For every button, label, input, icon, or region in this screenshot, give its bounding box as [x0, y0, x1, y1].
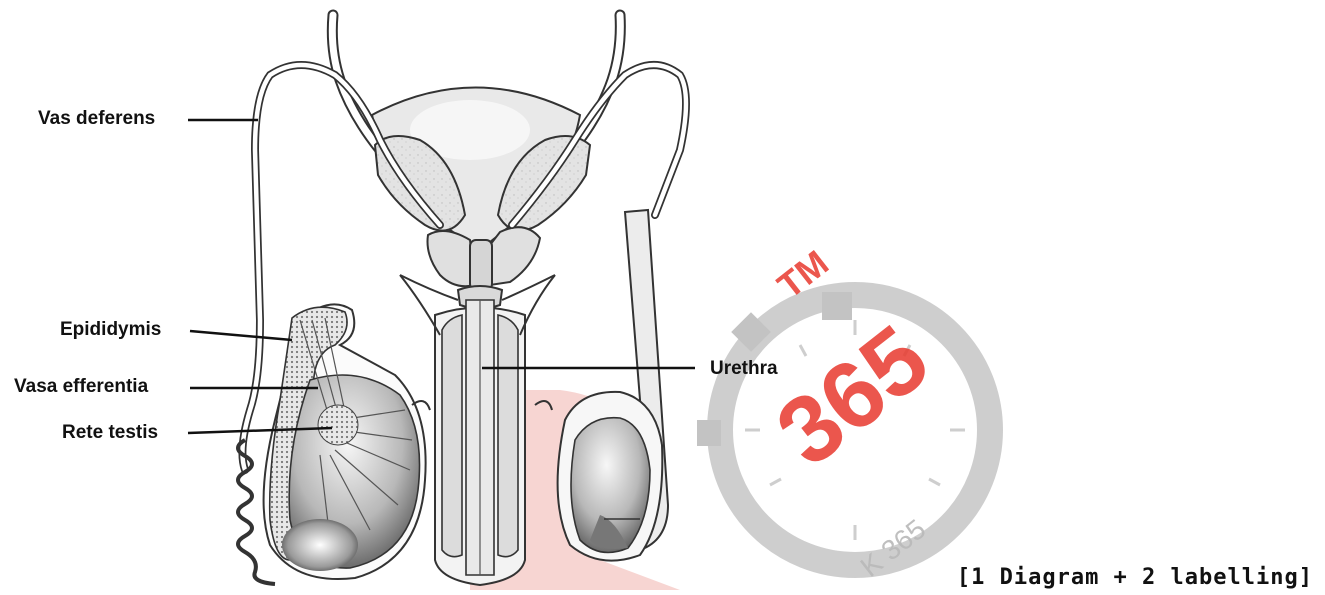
label-vasa-efferentia: Vasa efferentia [14, 376, 148, 398]
prostate-right [490, 227, 540, 285]
label-rete-testis: Rete testis [62, 422, 158, 444]
prostate-left [428, 231, 476, 286]
label-urethra: Urethra [710, 358, 778, 380]
marks-note: [1 Diagram + 2 labelling] [957, 565, 1313, 590]
watermark-stopwatch-knob [822, 292, 852, 320]
label-vas-deferens: Vas deferens [38, 108, 155, 130]
rete-testis-region [318, 405, 358, 445]
corpus-cavernosum-right [498, 315, 518, 557]
leader-epididymis [190, 331, 292, 340]
label-epididymis: Epididymis [60, 319, 161, 341]
corpus-cavernosum-left [442, 315, 462, 557]
watermark-365: 365 [758, 305, 948, 486]
left-testis-ball [282, 519, 358, 571]
watermark-stopwatch-side-button-2 [697, 420, 721, 446]
left-testis-section [264, 304, 426, 579]
